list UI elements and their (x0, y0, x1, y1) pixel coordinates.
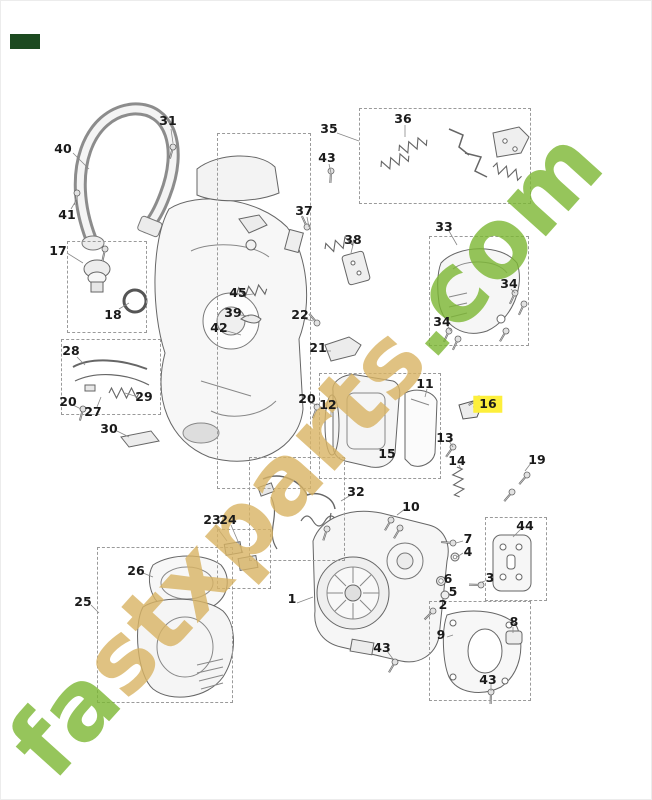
part-label-37[interactable]: 37 (295, 202, 313, 218)
part-label-20[interactable]: 20 (59, 393, 77, 409)
part-label-8[interactable]: 8 (509, 613, 519, 629)
group-box (217, 133, 311, 489)
part-label-11[interactable]: 11 (416, 375, 434, 391)
part-label-14[interactable]: 14 (448, 452, 466, 468)
group-box (429, 601, 531, 701)
fasteners (436, 552, 460, 600)
shroud (437, 248, 520, 334)
part-label-7[interactable]: 7 (463, 530, 473, 546)
part-label-15[interactable]: 15 (378, 445, 396, 461)
group-box (359, 108, 531, 204)
group-box (319, 373, 441, 479)
part-label-43[interactable]: 43 (479, 671, 497, 687)
group-box (249, 457, 345, 561)
corner-mark (10, 34, 40, 49)
part-label-26[interactable]: 26 (127, 562, 145, 578)
part-label-16[interactable]: 16 (473, 395, 503, 413)
part-label-20[interactable]: 20 (298, 390, 316, 406)
part-label-23[interactable]: 23 (203, 511, 221, 527)
motor-shells (324, 374, 482, 498)
part-label-25[interactable]: 25 (74, 593, 92, 609)
part-label-22[interactable]: 22 (291, 306, 309, 322)
part-label-29[interactable]: 29 (135, 388, 153, 404)
part-label-32[interactable]: 32 (347, 483, 365, 499)
group-box (217, 529, 271, 589)
part-label-12[interactable]: 12 (319, 396, 337, 412)
part-label-19[interactable]: 19 (528, 451, 546, 467)
part-label-17[interactable]: 17 (49, 242, 67, 258)
part-label-36[interactable]: 36 (394, 110, 412, 126)
group-box (67, 241, 147, 333)
part-label-28[interactable]: 28 (62, 342, 80, 358)
part-label-4[interactable]: 4 (463, 543, 473, 559)
part-label-45[interactable]: 45 (229, 284, 247, 300)
switch-lever-parts (378, 126, 530, 182)
side-covers (137, 555, 234, 698)
part-label-35[interactable]: 35 (320, 120, 338, 136)
leader-lines (66, 125, 532, 691)
part-label-41[interactable]: 41 (58, 206, 76, 222)
part-label-27[interactable]: 27 (84, 403, 102, 419)
part-label-13[interactable]: 13 (436, 429, 454, 445)
part-label-21[interactable]: 21 (309, 339, 327, 355)
part-label-3[interactable]: 3 (485, 569, 495, 585)
part-label-34[interactable]: 34 (433, 313, 451, 329)
part-label-18[interactable]: 18 (104, 306, 122, 322)
part-label-42[interactable]: 42 (210, 319, 228, 335)
group-box (97, 547, 233, 703)
part-label-39[interactable]: 39 (224, 304, 242, 320)
part-label-38[interactable]: 38 (344, 231, 362, 247)
group-box (429, 236, 529, 346)
part-label-43[interactable]: 43 (318, 149, 336, 165)
part-label-2[interactable]: 2 (438, 596, 448, 612)
buffer-parts (83, 259, 148, 314)
part-label-1[interactable]: 1 (287, 590, 297, 606)
part-label-6[interactable]: 6 (443, 570, 453, 586)
part-label-31[interactable]: 31 (159, 112, 177, 128)
part-label-44[interactable]: 44 (516, 517, 534, 533)
group-box (485, 517, 547, 601)
bracket-parts (72, 359, 160, 448)
mount-plate (492, 534, 532, 592)
part-label-5[interactable]: 5 (448, 583, 458, 599)
part-label-10[interactable]: 10 (402, 498, 420, 514)
trigger-parts (235, 234, 371, 362)
part-label-34[interactable]: 34 (500, 275, 518, 291)
part-label-40[interactable]: 40 (54, 140, 72, 156)
part-label-43[interactable]: 43 (373, 639, 391, 655)
part-label-33[interactable]: 33 (435, 218, 453, 234)
handle-tube (73, 102, 180, 251)
group-box (61, 339, 161, 415)
part-label-30[interactable]: 30 (100, 420, 118, 436)
cover-plate (442, 610, 523, 693)
part-label-24[interactable]: 24 (219, 511, 237, 527)
part-label-9[interactable]: 9 (436, 626, 446, 642)
crankcase-assembly (312, 510, 449, 663)
